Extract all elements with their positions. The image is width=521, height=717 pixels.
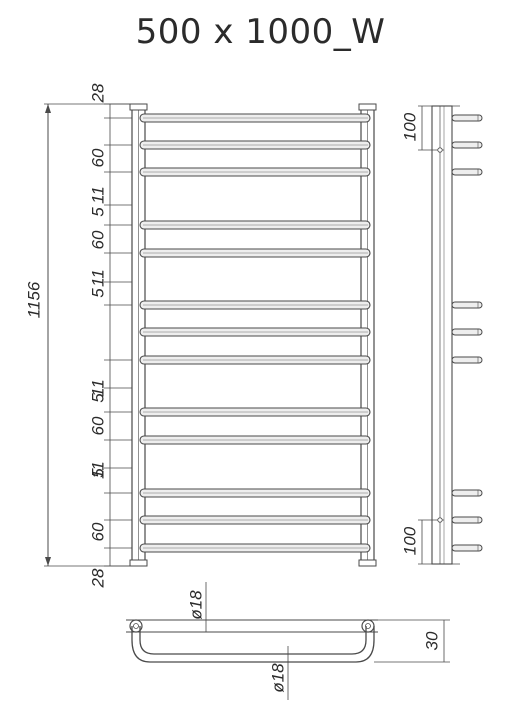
- side-rail-stub-6: [451, 356, 483, 364]
- top-rail-inner: [139, 626, 367, 655]
- side-bottom-mount: [437, 517, 443, 523]
- side-rail-stub-5: [451, 328, 483, 336]
- overall-height-arrow-top: [45, 104, 51, 113]
- lower-diameter-label: ø18: [269, 663, 288, 693]
- spacing-label-7: 11: [89, 379, 108, 397]
- spacing-label-1: 60: [89, 148, 108, 167]
- front-view: [129, 103, 377, 567]
- side-rail-stub-2: [451, 141, 483, 149]
- side-top-label: 100: [401, 112, 420, 141]
- spacing-label-8: 5: [89, 393, 108, 403]
- spacing-label-6: 5: [89, 288, 108, 298]
- left-mount-hole: [133, 623, 139, 629]
- top-offset-label: 28: [89, 83, 108, 103]
- right-bottom-cap: [358, 559, 377, 567]
- spacing-label-4: 60: [89, 230, 108, 249]
- side-top-mount: [437, 147, 443, 153]
- side-view: 100 100: [401, 105, 483, 565]
- top-view: ø18 ø18 30: [126, 582, 450, 700]
- spacing-label-9: 60: [89, 416, 108, 435]
- overall-height-arrow-bottom: [45, 557, 51, 566]
- spacing-label-2: 11: [89, 186, 108, 204]
- side-rail-stub-9: [451, 544, 483, 552]
- depth-label: 30: [423, 631, 442, 650]
- side-bottom-label: 100: [401, 526, 420, 555]
- top-rail-outer: [131, 626, 375, 663]
- upper-diameter-label: ø18: [187, 590, 206, 620]
- side-rail-stub-3: [451, 168, 483, 176]
- side-post: [431, 105, 453, 565]
- left-top-cap: [129, 103, 148, 111]
- side-rail-stub-8: [451, 516, 483, 524]
- diagram-title: 500 x 1000_W: [135, 12, 386, 52]
- side-rail-stub-7: [451, 489, 483, 497]
- side-rail-stub-4: [451, 301, 483, 309]
- spacing-label-3: 5: [89, 207, 108, 217]
- left-bottom-cap: [129, 559, 148, 567]
- overall-height-label: 1156: [25, 281, 44, 318]
- spacing-label-11: 5: [89, 468, 108, 478]
- bottom-offset-label: 28: [89, 568, 108, 588]
- right-top-cap: [358, 103, 377, 111]
- spacing-label-12: 60: [89, 522, 108, 541]
- spacing-label-5: 11: [89, 269, 108, 287]
- side-rail-stub-1: [451, 114, 483, 122]
- spacing-label-10: 11: [89, 461, 108, 479]
